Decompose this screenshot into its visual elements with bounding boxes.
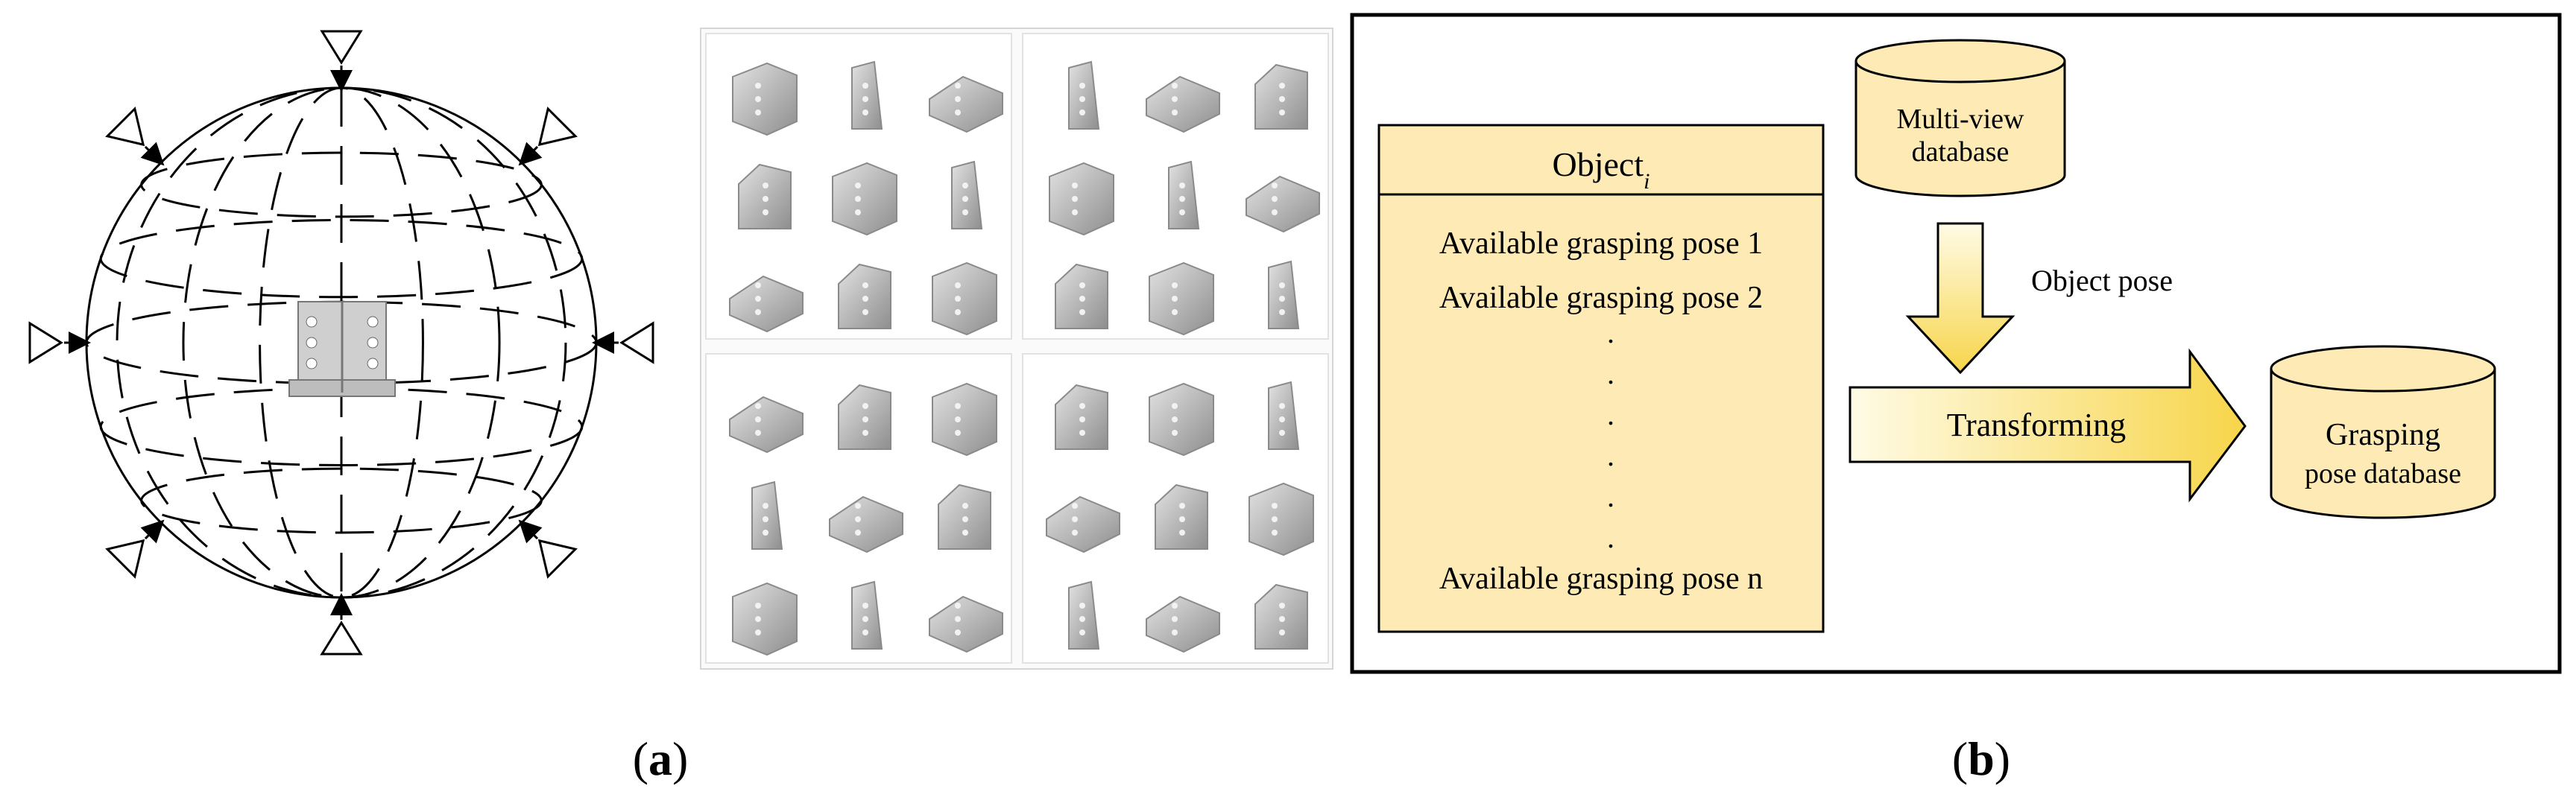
label-a: (a)	[633, 732, 689, 785]
part-view-thumbnail	[938, 483, 991, 550]
part-view-thumbnail	[1068, 60, 1100, 130]
ellipsis-dot: .	[1607, 439, 1614, 472]
part-view-thumbnail	[851, 60, 883, 130]
camera-viewpoint-icon	[28, 321, 91, 364]
part-view-thumbnail	[1254, 63, 1308, 130]
part-view-thumbnail	[1254, 583, 1308, 650]
multi-view-database: Multi-view database	[1854, 39, 2066, 197]
multi-view-db-line1: Multi-view	[1897, 104, 2025, 135]
part-view-thumbnail	[751, 480, 783, 550]
label-b: (b)	[1952, 732, 2010, 785]
part-view-thumbnail	[1068, 580, 1100, 650]
grasping-pose-2: Available grasping pose 2	[1439, 281, 1763, 315]
part-view-thumbnail	[932, 261, 997, 336]
part-view-thumbnail	[1055, 263, 1108, 329]
part-view-thumbnail	[1268, 260, 1300, 329]
part-view-thumbnail	[738, 163, 792, 229]
part-view-thumbnail	[1049, 162, 1114, 236]
camera-viewpoint-icon	[105, 107, 165, 166]
part-view-thumbnail	[732, 582, 798, 656]
part-view-thumbnail	[1149, 261, 1214, 336]
ellipsis-dot: .	[1607, 316, 1614, 349]
part-view-thumbnail	[1146, 75, 1220, 133]
object-title: Objecti	[1553, 145, 1650, 194]
part-view-thumbnail	[929, 75, 1003, 133]
camera-viewpoint-icon	[592, 321, 654, 364]
camera-viewpoint-icon	[320, 30, 363, 92]
camera-viewpoint-icon	[518, 107, 578, 166]
part-view-thumbnail	[1168, 160, 1200, 229]
transforming-arrow	[1849, 348, 2247, 503]
part-view-thumbnail	[838, 263, 891, 329]
part-view-thumbnail	[932, 382, 997, 457]
camera-viewpoint-icon	[320, 593, 363, 656]
part-view-thumbnail	[832, 162, 897, 236]
part-view-thumbnail	[1046, 495, 1120, 553]
camera-viewpoint-arrows	[28, 30, 654, 656]
part-view-thumbnail	[1246, 175, 1320, 233]
ellipsis-dot: .	[1607, 480, 1614, 513]
part-view-thumbnail	[1155, 483, 1208, 550]
grasping-db-line1: Grasping	[2326, 418, 2440, 452]
ellipsis-dot: .	[1607, 521, 1614, 554]
part-view-thumbnail	[1055, 384, 1108, 450]
part-view-thumbnail	[1149, 382, 1214, 457]
part-view-thumbnail	[729, 275, 804, 333]
view-sphere	[28, 30, 654, 656]
part-view-thumbnail	[838, 384, 891, 450]
grasping-db-line2: pose database	[2305, 458, 2461, 489]
part-view-thumbnail	[1146, 595, 1220, 653]
part-view-thumbnail	[829, 495, 903, 553]
part-view-thumbnail	[729, 396, 804, 454]
part-view-thumbnail	[951, 160, 983, 229]
center-part-image	[288, 301, 396, 397]
camera-viewpoint-icon	[105, 519, 165, 579]
part-view-thumbnail	[1268, 381, 1300, 450]
ellipsis-dot: .	[1607, 357, 1614, 390]
grasping-pose-n: Available grasping pose n	[1439, 562, 1763, 596]
grasping-pose-database: Grasping pose database	[2270, 345, 2496, 519]
multi-view-thumbnail-grid	[700, 28, 1333, 670]
ellipsis-dot: .	[1607, 398, 1614, 431]
part-view-thumbnail	[929, 595, 1003, 653]
part-view-thumbnail	[732, 62, 798, 136]
part-view-thumbnail	[851, 580, 883, 650]
down-arrow	[1905, 222, 2015, 375]
object-box: Objecti Available grasping pose 1 Availa…	[1377, 124, 1825, 633]
part-view-thumbnail	[1248, 482, 1314, 556]
multi-view-db-line2: database	[1912, 136, 2010, 168]
camera-viewpoint-icon	[518, 519, 578, 579]
transforming-label: Transforming	[1947, 407, 2126, 443]
grasping-pose-1: Available grasping pose 1	[1439, 226, 1763, 261]
object-pose-label: Object pose	[2031, 264, 2173, 297]
